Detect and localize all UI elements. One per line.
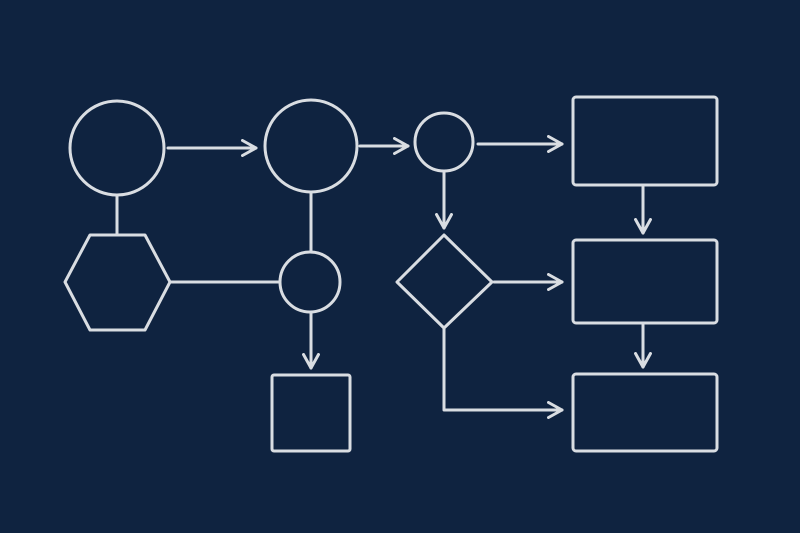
square-node xyxy=(270,373,352,453)
rectangle-node-top xyxy=(571,95,719,187)
rectangle-node-bottom xyxy=(571,372,719,453)
arrow-diamond-to-rect-bottom xyxy=(442,326,564,419)
rectangle-node-middle xyxy=(571,238,719,325)
